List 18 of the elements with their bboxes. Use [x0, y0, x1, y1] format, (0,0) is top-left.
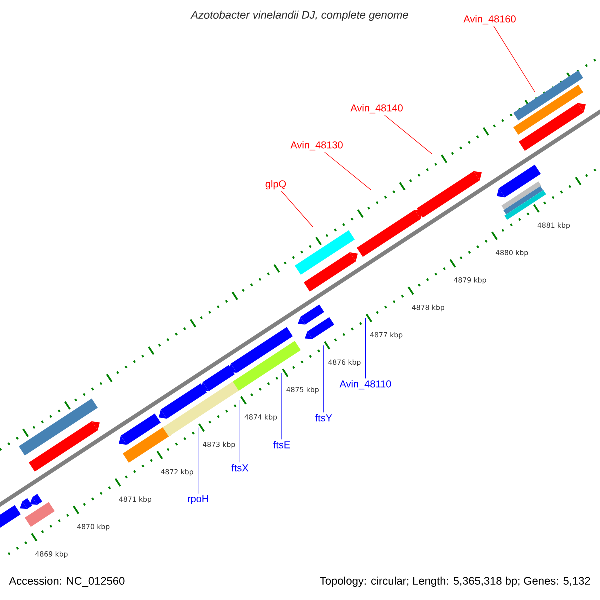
leader-line — [324, 152, 372, 190]
leader-line — [384, 115, 432, 154]
gene-label: ftsE — [274, 441, 290, 449]
gene-label: ftsX — [232, 464, 249, 472]
gene-label: ftsY — [315, 414, 332, 422]
gene-label: Avin_48130 — [290, 141, 343, 151]
title: Azotobacter vinelandii DJ, complete genome — [190, 10, 408, 22]
gene-label: Avin_48110 — [340, 380, 392, 390]
leader-line — [281, 191, 314, 228]
gene-label: Avin_48160 — [464, 15, 516, 25]
leader-line — [365, 318, 366, 379]
gene-label: rpoH — [188, 496, 208, 504]
leader-line — [494, 26, 536, 92]
footer-text: Accession: NC_012560 — [9, 576, 125, 588]
gene-label: glpQ — [266, 180, 286, 190]
gene-label: Avin_48140 — [350, 104, 403, 114]
footer-text: Topology: circular; Length: 5,365,318 bp; Genes: 5,132 — [320, 576, 590, 588]
leader-line — [198, 428, 199, 494]
